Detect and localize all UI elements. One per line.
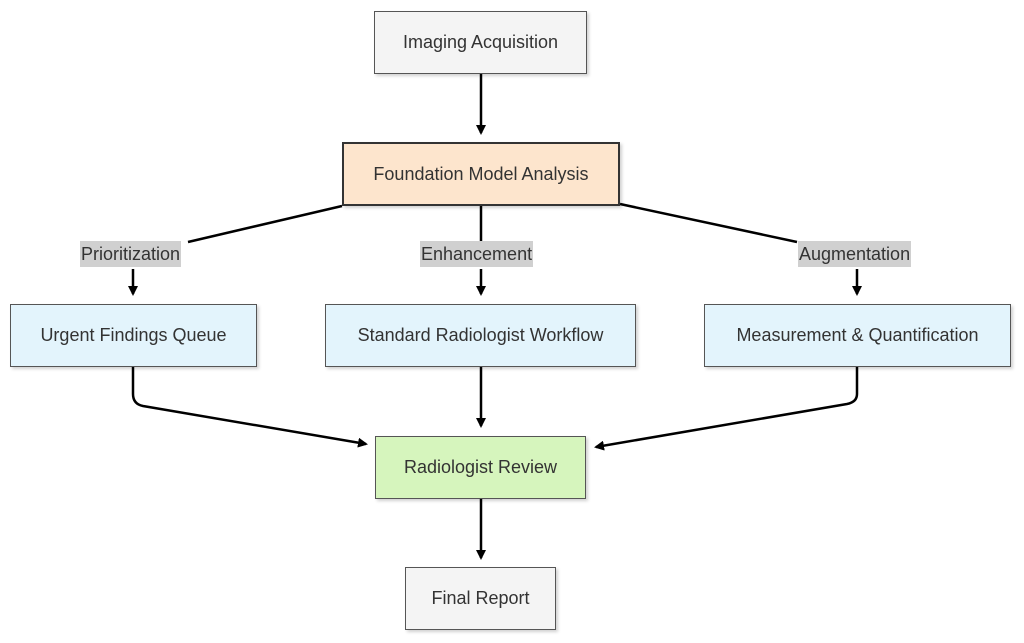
- edge-label-enhancement: Enhancement: [420, 241, 534, 267]
- node-urgent-findings-queue: Urgent Findings Queue: [10, 304, 257, 367]
- edge-measurement-review: [594, 367, 859, 451]
- edge-foundation-prioritization: [187, 204, 343, 244]
- node-imaging-acquisition: Imaging Acquisition: [374, 11, 587, 74]
- edge-label-prioritization: Prioritization: [80, 241, 182, 267]
- edge-label-augmentation: Augmentation: [798, 241, 912, 267]
- node-final-report: Final Report: [405, 567, 556, 630]
- node-foundation-model-analysis: Foundation Model Analysis: [342, 142, 620, 206]
- edge-urgent-review: [131, 367, 368, 448]
- node-measurement-quantification: Measurement & Quantification: [704, 304, 1011, 367]
- edge-foundation-augmentation: [619, 202, 798, 244]
- node-standard-radiologist-workflow: Standard Radiologist Workflow: [325, 304, 636, 367]
- node-radiologist-review: Radiologist Review: [375, 436, 586, 499]
